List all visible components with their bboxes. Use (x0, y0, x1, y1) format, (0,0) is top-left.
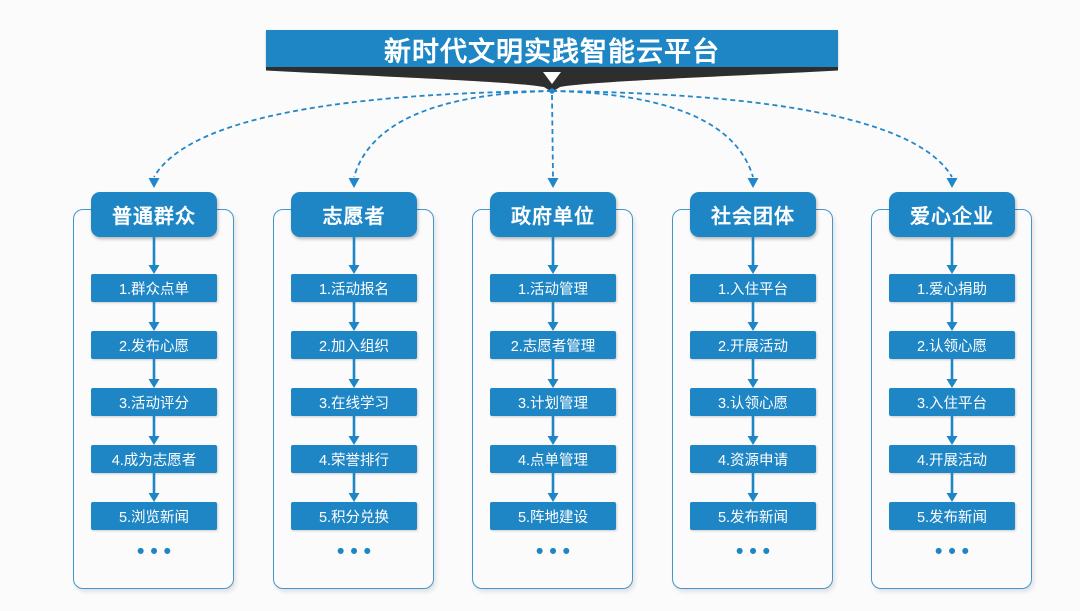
dashed-connector (551, 90, 754, 178)
down-arrow-icon (348, 359, 360, 388)
dashed-connector (153, 90, 553, 178)
flow-step: 1.活动管理 (490, 274, 616, 302)
dashed-connector (551, 90, 953, 178)
column-flow: 1.活动报名 2.加入组织 3.在线学习 4.荣誉排行 5.积分兑换 ••• (273, 237, 435, 563)
flow-step: 2.加入组织 (291, 331, 417, 359)
flow-step: 5.发布新闻 (690, 502, 816, 530)
down-arrow-icon (148, 302, 160, 331)
role-column: 爱心企业 1.爱心捐助 2.认领心愿 3.入住平台 4.开展活动 5.发布新闻 ••• (871, 192, 1033, 590)
more-dots: ••• (336, 540, 378, 563)
down-arrow-icon (348, 237, 360, 274)
flow-step: 4.开展活动 (889, 445, 1015, 473)
down-arrow-icon (547, 302, 559, 331)
flow-step: 3.计划管理 (490, 388, 616, 416)
down-arrow-icon (747, 416, 759, 445)
flow-step: 2.发布心愿 (91, 331, 217, 359)
column-header: 志愿者 (291, 192, 417, 237)
flow-step: 4.成为志愿者 (91, 445, 217, 473)
flow-step: 1.活动报名 (291, 274, 417, 302)
down-arrow-icon (747, 302, 759, 331)
flow-step: 3.活动评分 (91, 388, 217, 416)
flow-step: 5.积分兑换 (291, 502, 417, 530)
column-flow: 1.爱心捐助 2.认领心愿 3.入住平台 4.开展活动 5.发布新闻 ••• (871, 237, 1033, 563)
down-arrow-icon (348, 302, 360, 331)
column-flow: 1.群众点单 2.发布心愿 3.活动评分 4.成为志愿者 5.浏览新闻 ••• (73, 237, 235, 563)
flow-step: 5.阵地建设 (490, 502, 616, 530)
down-arrow-icon (547, 416, 559, 445)
down-arrow-icon (946, 359, 958, 388)
more-dots: ••• (934, 540, 976, 563)
down-arrow-icon (148, 237, 160, 274)
down-arrow-icon (348, 416, 360, 445)
column-header: 社会团体 (690, 192, 816, 237)
column-flow: 1.入住平台 2.开展活动 3.认领心愿 4.资源申请 5.发布新闻 ••• (672, 237, 834, 563)
role-column: 普通群众 1.群众点单 2.发布心愿 3.活动评分 4.成为志愿者 5.浏览新闻 ••• (73, 192, 235, 590)
column-header: 政府单位 (490, 192, 616, 237)
more-dots: ••• (136, 540, 178, 563)
down-arrow-icon (946, 473, 958, 502)
flow-step: 4.荣誉排行 (291, 445, 417, 473)
dashed-connector (353, 90, 553, 178)
flow-step: 4.点单管理 (490, 445, 616, 473)
flow-step: 1.群众点单 (91, 274, 217, 302)
flow-step: 3.在线学习 (291, 388, 417, 416)
flow-step: 5.浏览新闻 (91, 502, 217, 530)
arrowhead-icon (747, 178, 759, 188)
flow-step: 4.资源申请 (690, 445, 816, 473)
flow-step: 2.开展活动 (690, 331, 816, 359)
column-header: 普通群众 (91, 192, 217, 237)
down-arrow-icon (946, 237, 958, 274)
down-arrow-icon (547, 473, 559, 502)
flow-step: 5.发布新闻 (889, 502, 1015, 530)
flow-step: 2.志愿者管理 (490, 331, 616, 359)
banner-ribbon-shadow (266, 67, 838, 92)
down-arrow-icon (348, 473, 360, 502)
down-arrow-icon (148, 416, 160, 445)
role-column: 社会团体 1.入住平台 2.开展活动 3.认领心愿 4.资源申请 5.发布新闻 ••• (672, 192, 834, 590)
flow-step: 1.爱心捐助 (889, 274, 1015, 302)
arrowhead-icon (547, 178, 559, 188)
flow-step: 3.认领心愿 (690, 388, 816, 416)
down-arrow-icon (747, 473, 759, 502)
column-flow: 1.活动管理 2.志愿者管理 3.计划管理 4.点单管理 5.阵地建设 ••• (472, 237, 634, 563)
down-arrow-icon (148, 473, 160, 502)
flow-step: 3.入住平台 (889, 388, 1015, 416)
down-triangle-icon (543, 72, 561, 84)
down-arrow-icon (547, 359, 559, 388)
role-column: 志愿者 1.活动报名 2.加入组织 3.在线学习 4.荣誉排行 5.积分兑换 ••• (273, 192, 435, 590)
arrowhead-icon (348, 178, 360, 188)
role-column: 政府单位 1.活动管理 2.志愿者管理 3.计划管理 4.点单管理 5.阵地建设 ••• (472, 192, 634, 590)
column-header: 爱心企业 (889, 192, 1015, 237)
down-arrow-icon (547, 237, 559, 274)
down-arrow-icon (747, 237, 759, 274)
down-arrow-icon (946, 416, 958, 445)
more-dots: ••• (535, 540, 577, 563)
flow-step: 2.认领心愿 (889, 331, 1015, 359)
arrowhead-icon (946, 178, 958, 188)
dashed-connector (551, 94, 554, 178)
down-arrow-icon (946, 302, 958, 331)
platform-title-banner: 新时代文明实践智能云平台 (266, 30, 838, 68)
flow-step: 1.入住平台 (690, 274, 816, 302)
down-arrow-icon (148, 359, 160, 388)
down-arrow-icon (747, 359, 759, 388)
arrowhead-icon (148, 178, 160, 188)
more-dots: ••• (735, 540, 777, 563)
